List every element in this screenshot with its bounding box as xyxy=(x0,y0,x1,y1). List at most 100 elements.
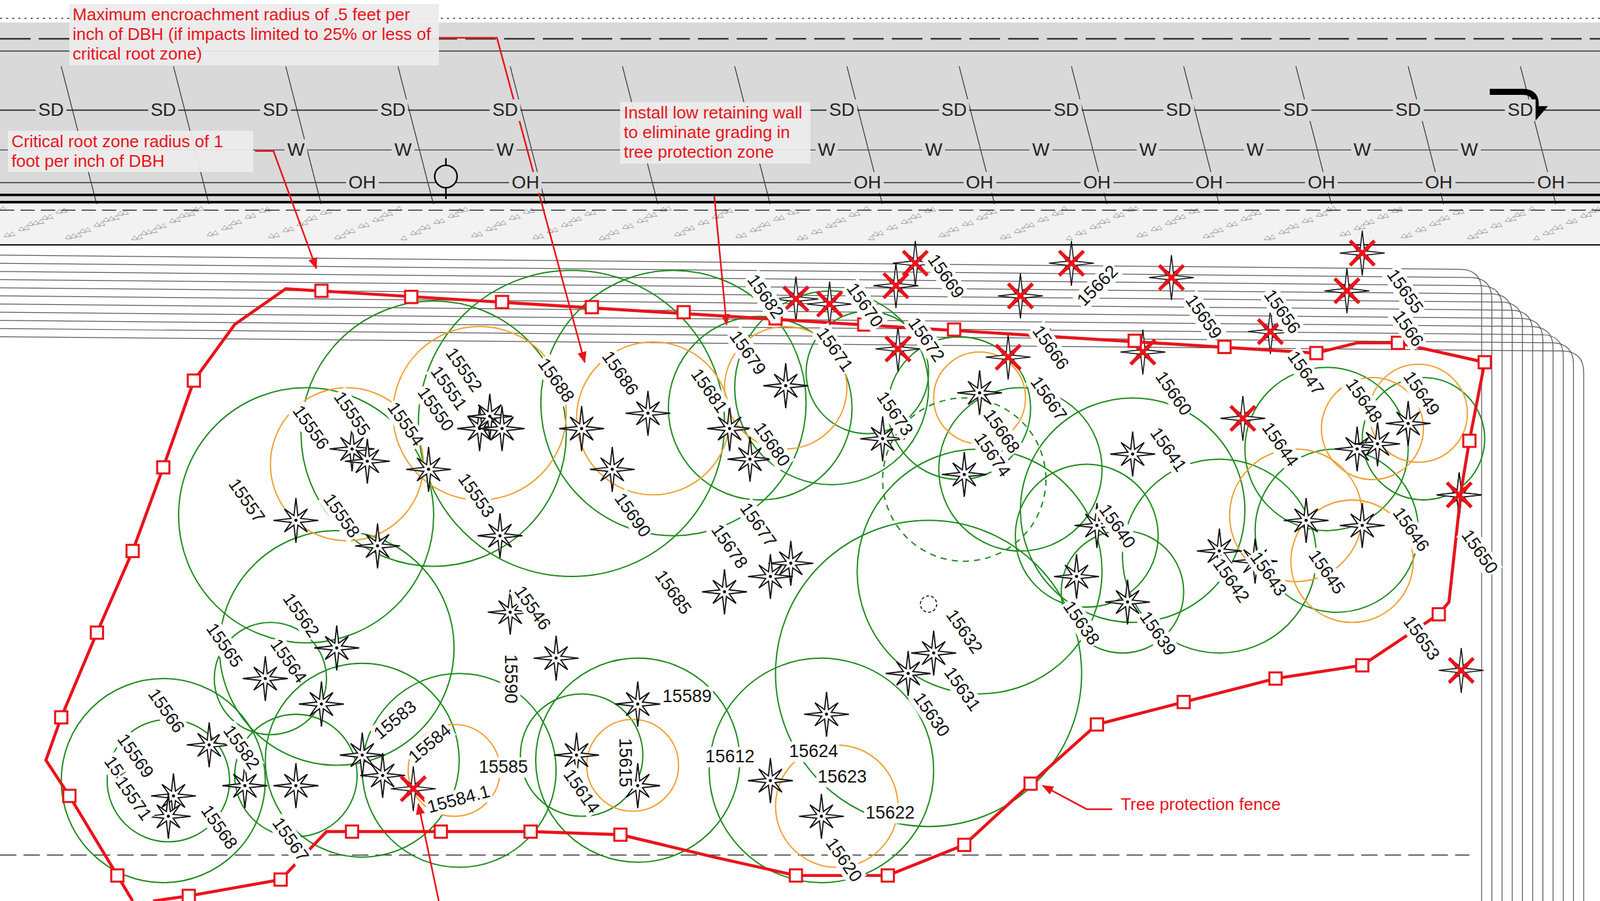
concrete-speck xyxy=(627,223,634,228)
encroachment-circle xyxy=(393,326,567,500)
concrete-speck xyxy=(1316,211,1322,216)
tree-trunk xyxy=(263,677,267,681)
concrete-speck xyxy=(787,209,794,214)
concrete-speck xyxy=(717,213,724,218)
tree-number: 15582 xyxy=(218,720,265,775)
concrete-speck xyxy=(750,227,757,232)
concrete-speck xyxy=(448,213,454,218)
concrete-speck xyxy=(490,225,497,230)
utility-label: SD xyxy=(1280,99,1312,121)
concrete-speck xyxy=(495,221,502,226)
concrete-speck xyxy=(909,213,916,218)
concrete-speck xyxy=(1095,223,1101,228)
tree-number: 15688 xyxy=(532,353,579,408)
utility-label: OH xyxy=(508,172,542,193)
concrete-speck xyxy=(1019,227,1026,232)
concrete-speck xyxy=(877,230,884,235)
tree-trunk xyxy=(788,561,793,565)
tree-number: 15666 xyxy=(1027,320,1075,375)
concrete-speck xyxy=(37,219,44,224)
concrete-speck xyxy=(155,224,161,229)
removal-mark xyxy=(1059,251,1084,276)
tree-symbol xyxy=(763,363,809,409)
tree-trunk xyxy=(243,783,247,787)
tree-number: 15555 xyxy=(328,386,375,441)
concrete-speck xyxy=(1514,211,1521,216)
tree-symbol xyxy=(747,554,793,600)
concrete-speck xyxy=(453,211,460,216)
concrete-speck xyxy=(1452,209,1459,214)
concrete-speck xyxy=(41,215,48,220)
overhead-line xyxy=(0,181,1600,184)
concrete-speck xyxy=(1429,221,1436,226)
tree-symbol xyxy=(701,569,748,615)
concrete-speck xyxy=(136,234,143,239)
concrete-speck xyxy=(145,229,152,234)
concrete-speck xyxy=(1028,222,1035,227)
encroachment-circle xyxy=(576,341,730,495)
concrete-speck xyxy=(886,225,893,230)
tree-number: 15667 xyxy=(1025,371,1073,426)
concrete-speck xyxy=(1060,206,1067,210)
tree-trunk xyxy=(294,518,298,522)
utility-label: W xyxy=(815,139,838,161)
concrete-speck xyxy=(1571,218,1578,223)
tree-number: 15566 xyxy=(142,683,190,738)
concrete-speck xyxy=(1306,217,1313,222)
tree-symbol xyxy=(873,262,919,309)
concrete-speck xyxy=(1142,231,1148,236)
utility-label: OH xyxy=(963,172,997,193)
concrete-speck xyxy=(1151,226,1158,231)
concrete-speck xyxy=(1552,225,1559,230)
concrete-speck xyxy=(235,219,242,224)
tree-number: 15557 xyxy=(223,473,270,528)
concrete-speck xyxy=(1075,230,1082,235)
concrete-speck xyxy=(947,227,954,232)
tree-number: 15647 xyxy=(1282,346,1330,401)
fence-post xyxy=(1218,340,1232,354)
concrete-speck xyxy=(967,220,974,225)
callout-note: Maximum encroachment radius of .5 feet p… xyxy=(69,3,439,66)
concrete-speck xyxy=(0,206,6,210)
tree-trunk xyxy=(380,773,384,778)
tree-number: 15644 xyxy=(1257,417,1304,472)
fence-post xyxy=(315,284,328,297)
tree-symbol xyxy=(941,452,988,498)
grading-contour xyxy=(0,255,1482,901)
concrete-speck xyxy=(938,232,945,237)
fence-post xyxy=(524,825,538,838)
leader-line xyxy=(255,151,317,269)
concrete-speck xyxy=(1359,224,1366,229)
concrete-speck xyxy=(1339,231,1346,236)
tree-trunk xyxy=(498,533,502,538)
tree-number: 15584 xyxy=(403,718,457,768)
tree-trunk xyxy=(1360,523,1364,528)
tree-symbol xyxy=(798,793,844,839)
grading-contour xyxy=(0,328,1574,901)
utility-label: SD xyxy=(826,99,858,121)
concrete-speck xyxy=(679,230,686,235)
concrete-speck xyxy=(1051,211,1058,216)
tree-trunk xyxy=(1304,518,1308,522)
concrete-speck xyxy=(117,211,123,216)
concrete-speck xyxy=(1014,228,1021,233)
concrete-speck xyxy=(377,216,384,221)
concrete-speck xyxy=(537,233,544,238)
tree-symbol xyxy=(985,334,1031,381)
concrete-speck xyxy=(103,217,110,222)
concrete-speck xyxy=(320,209,327,214)
tree-number: 15565 xyxy=(200,618,248,673)
removal-mark xyxy=(1008,283,1033,309)
concrete-speck xyxy=(1490,223,1497,228)
concrete-speck xyxy=(372,217,379,222)
tree-number: 15650 xyxy=(1456,524,1503,579)
sidewalk-edge xyxy=(0,243,1600,246)
concrete-speck xyxy=(514,213,521,218)
grading-contour xyxy=(0,271,1502,901)
concrete-speck xyxy=(825,223,832,228)
grading-contour xyxy=(0,287,1523,901)
concrete-speck xyxy=(363,222,369,227)
concrete-speck xyxy=(1269,234,1276,239)
concrete-speck xyxy=(1132,206,1139,210)
